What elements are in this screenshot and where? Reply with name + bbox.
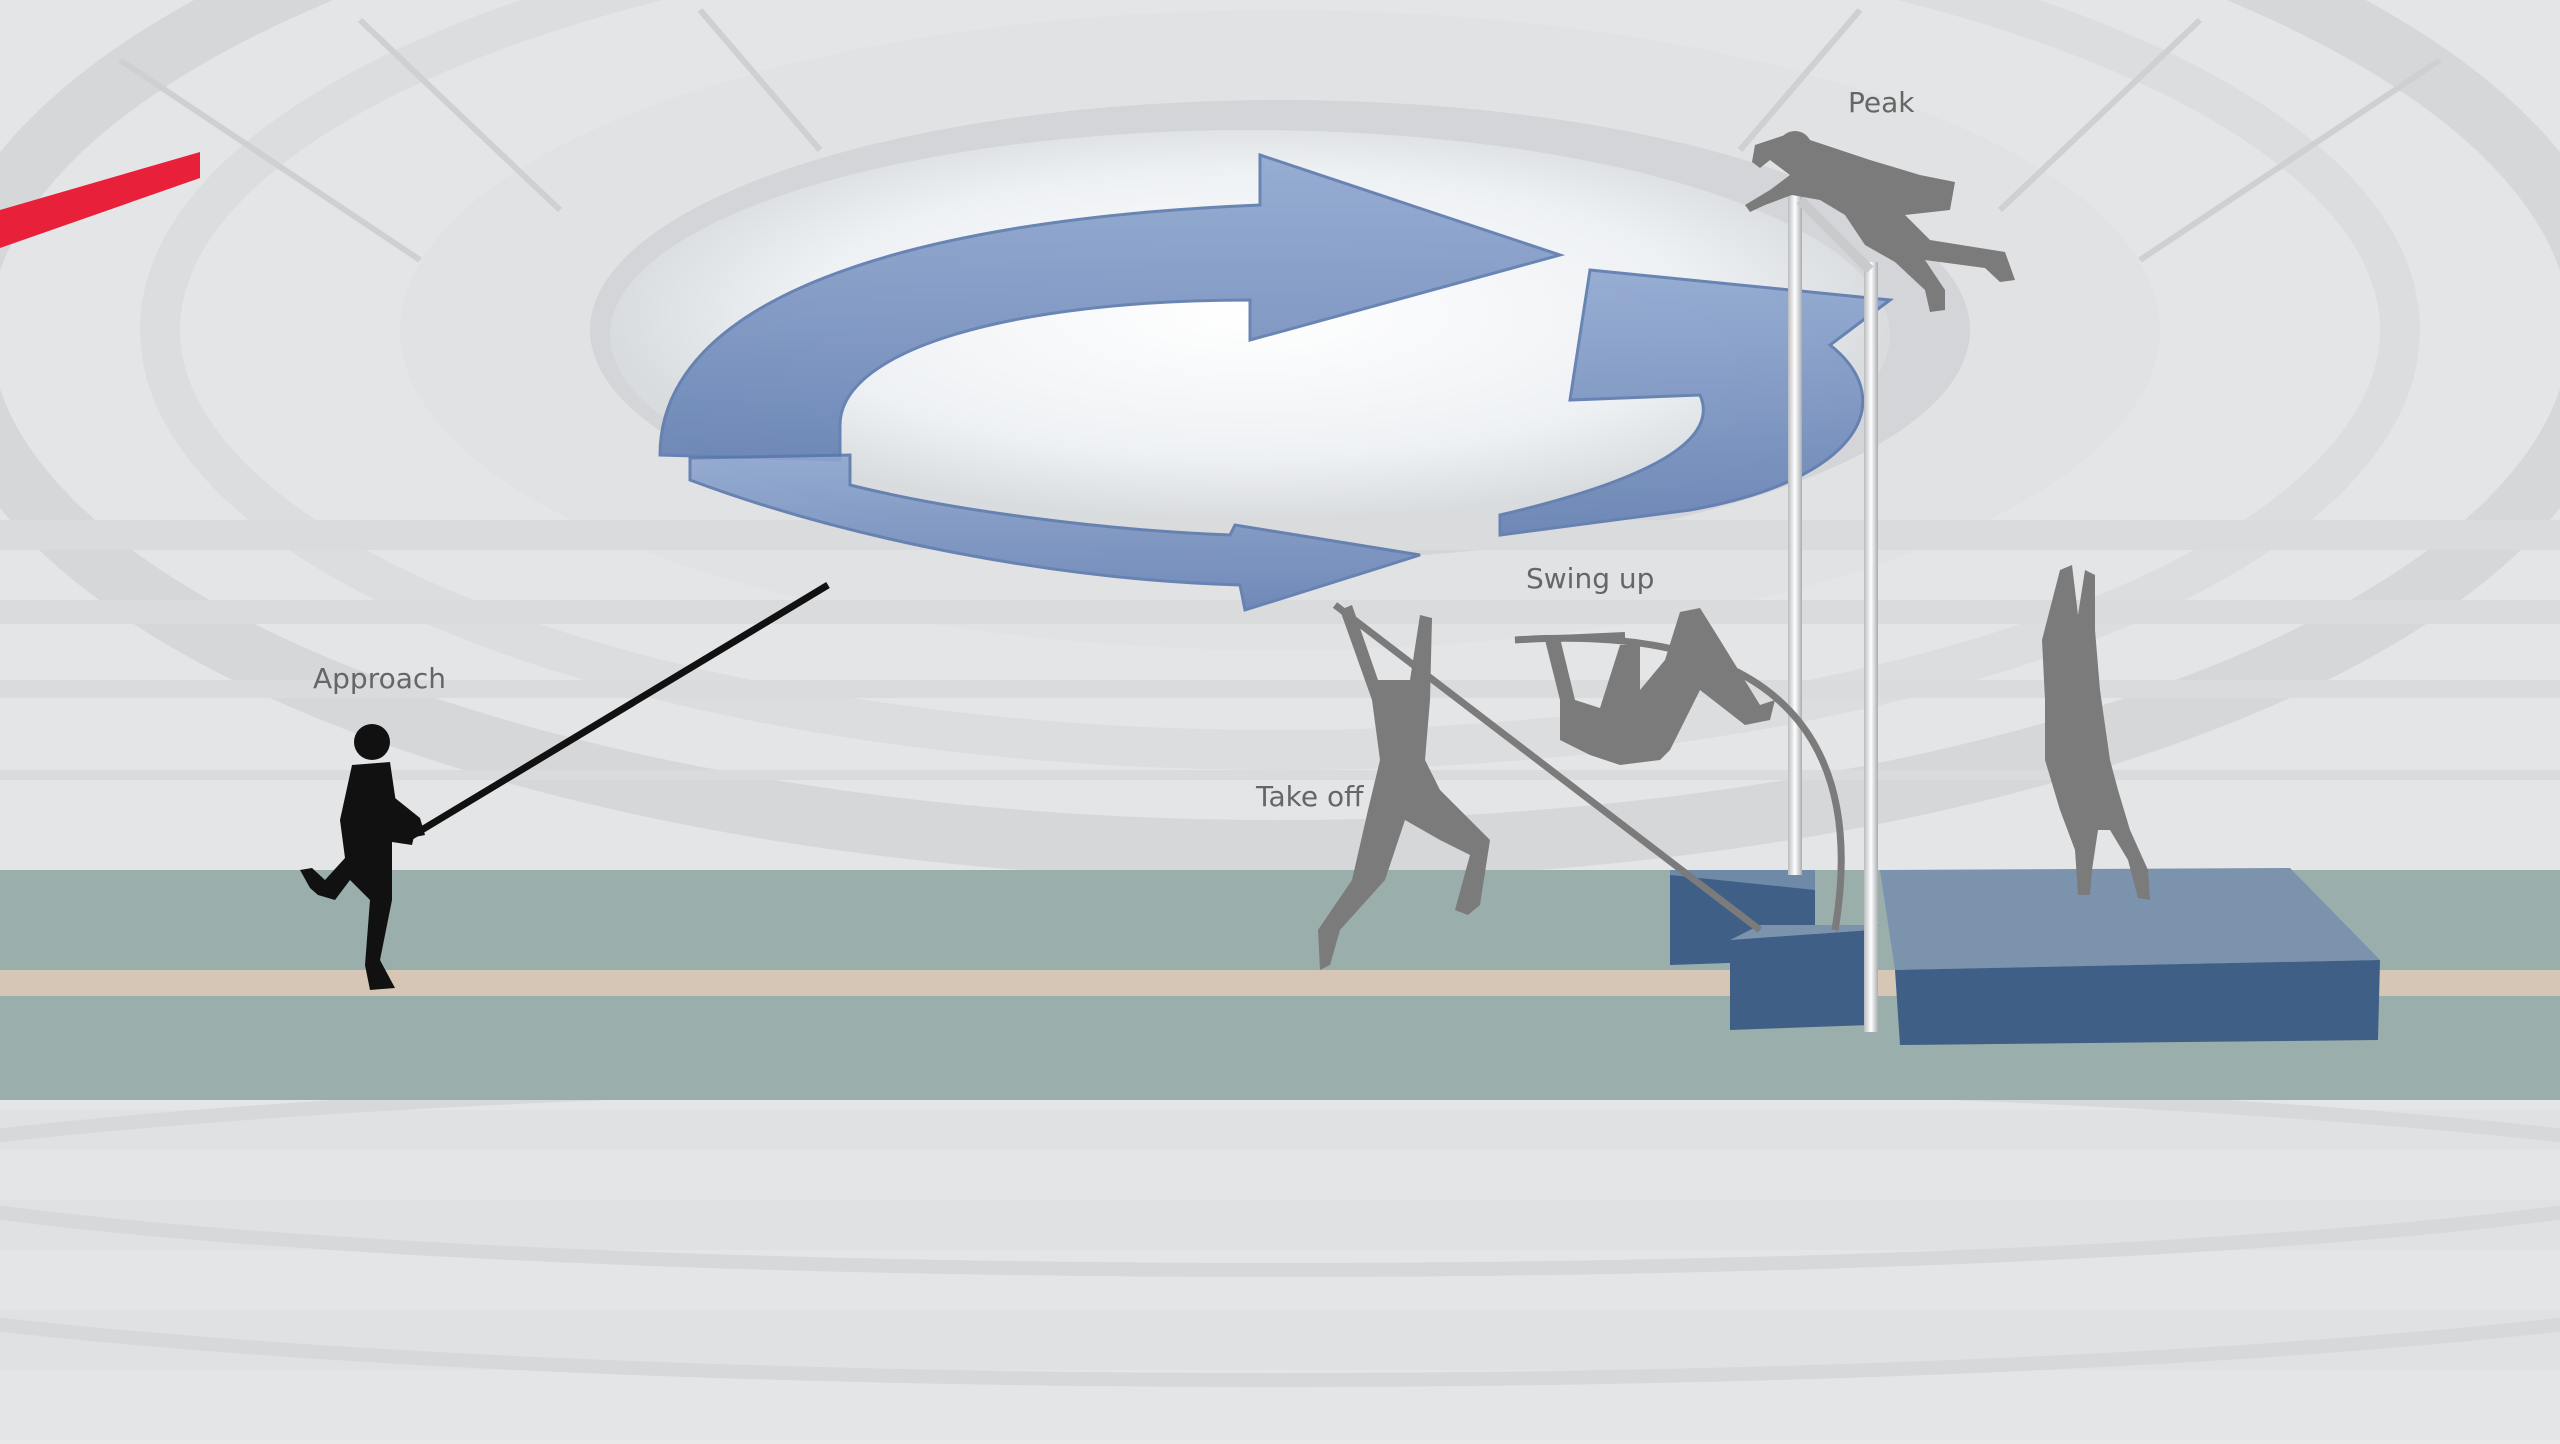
phase-label-approach: Approach [313, 662, 446, 695]
phase-label-swing-up: Swing up [1526, 562, 1654, 595]
phase-label-peak: Peak [1848, 86, 1915, 119]
landing-mat [1670, 868, 2380, 1045]
phase-label-take-off: Take off [1256, 780, 1363, 813]
